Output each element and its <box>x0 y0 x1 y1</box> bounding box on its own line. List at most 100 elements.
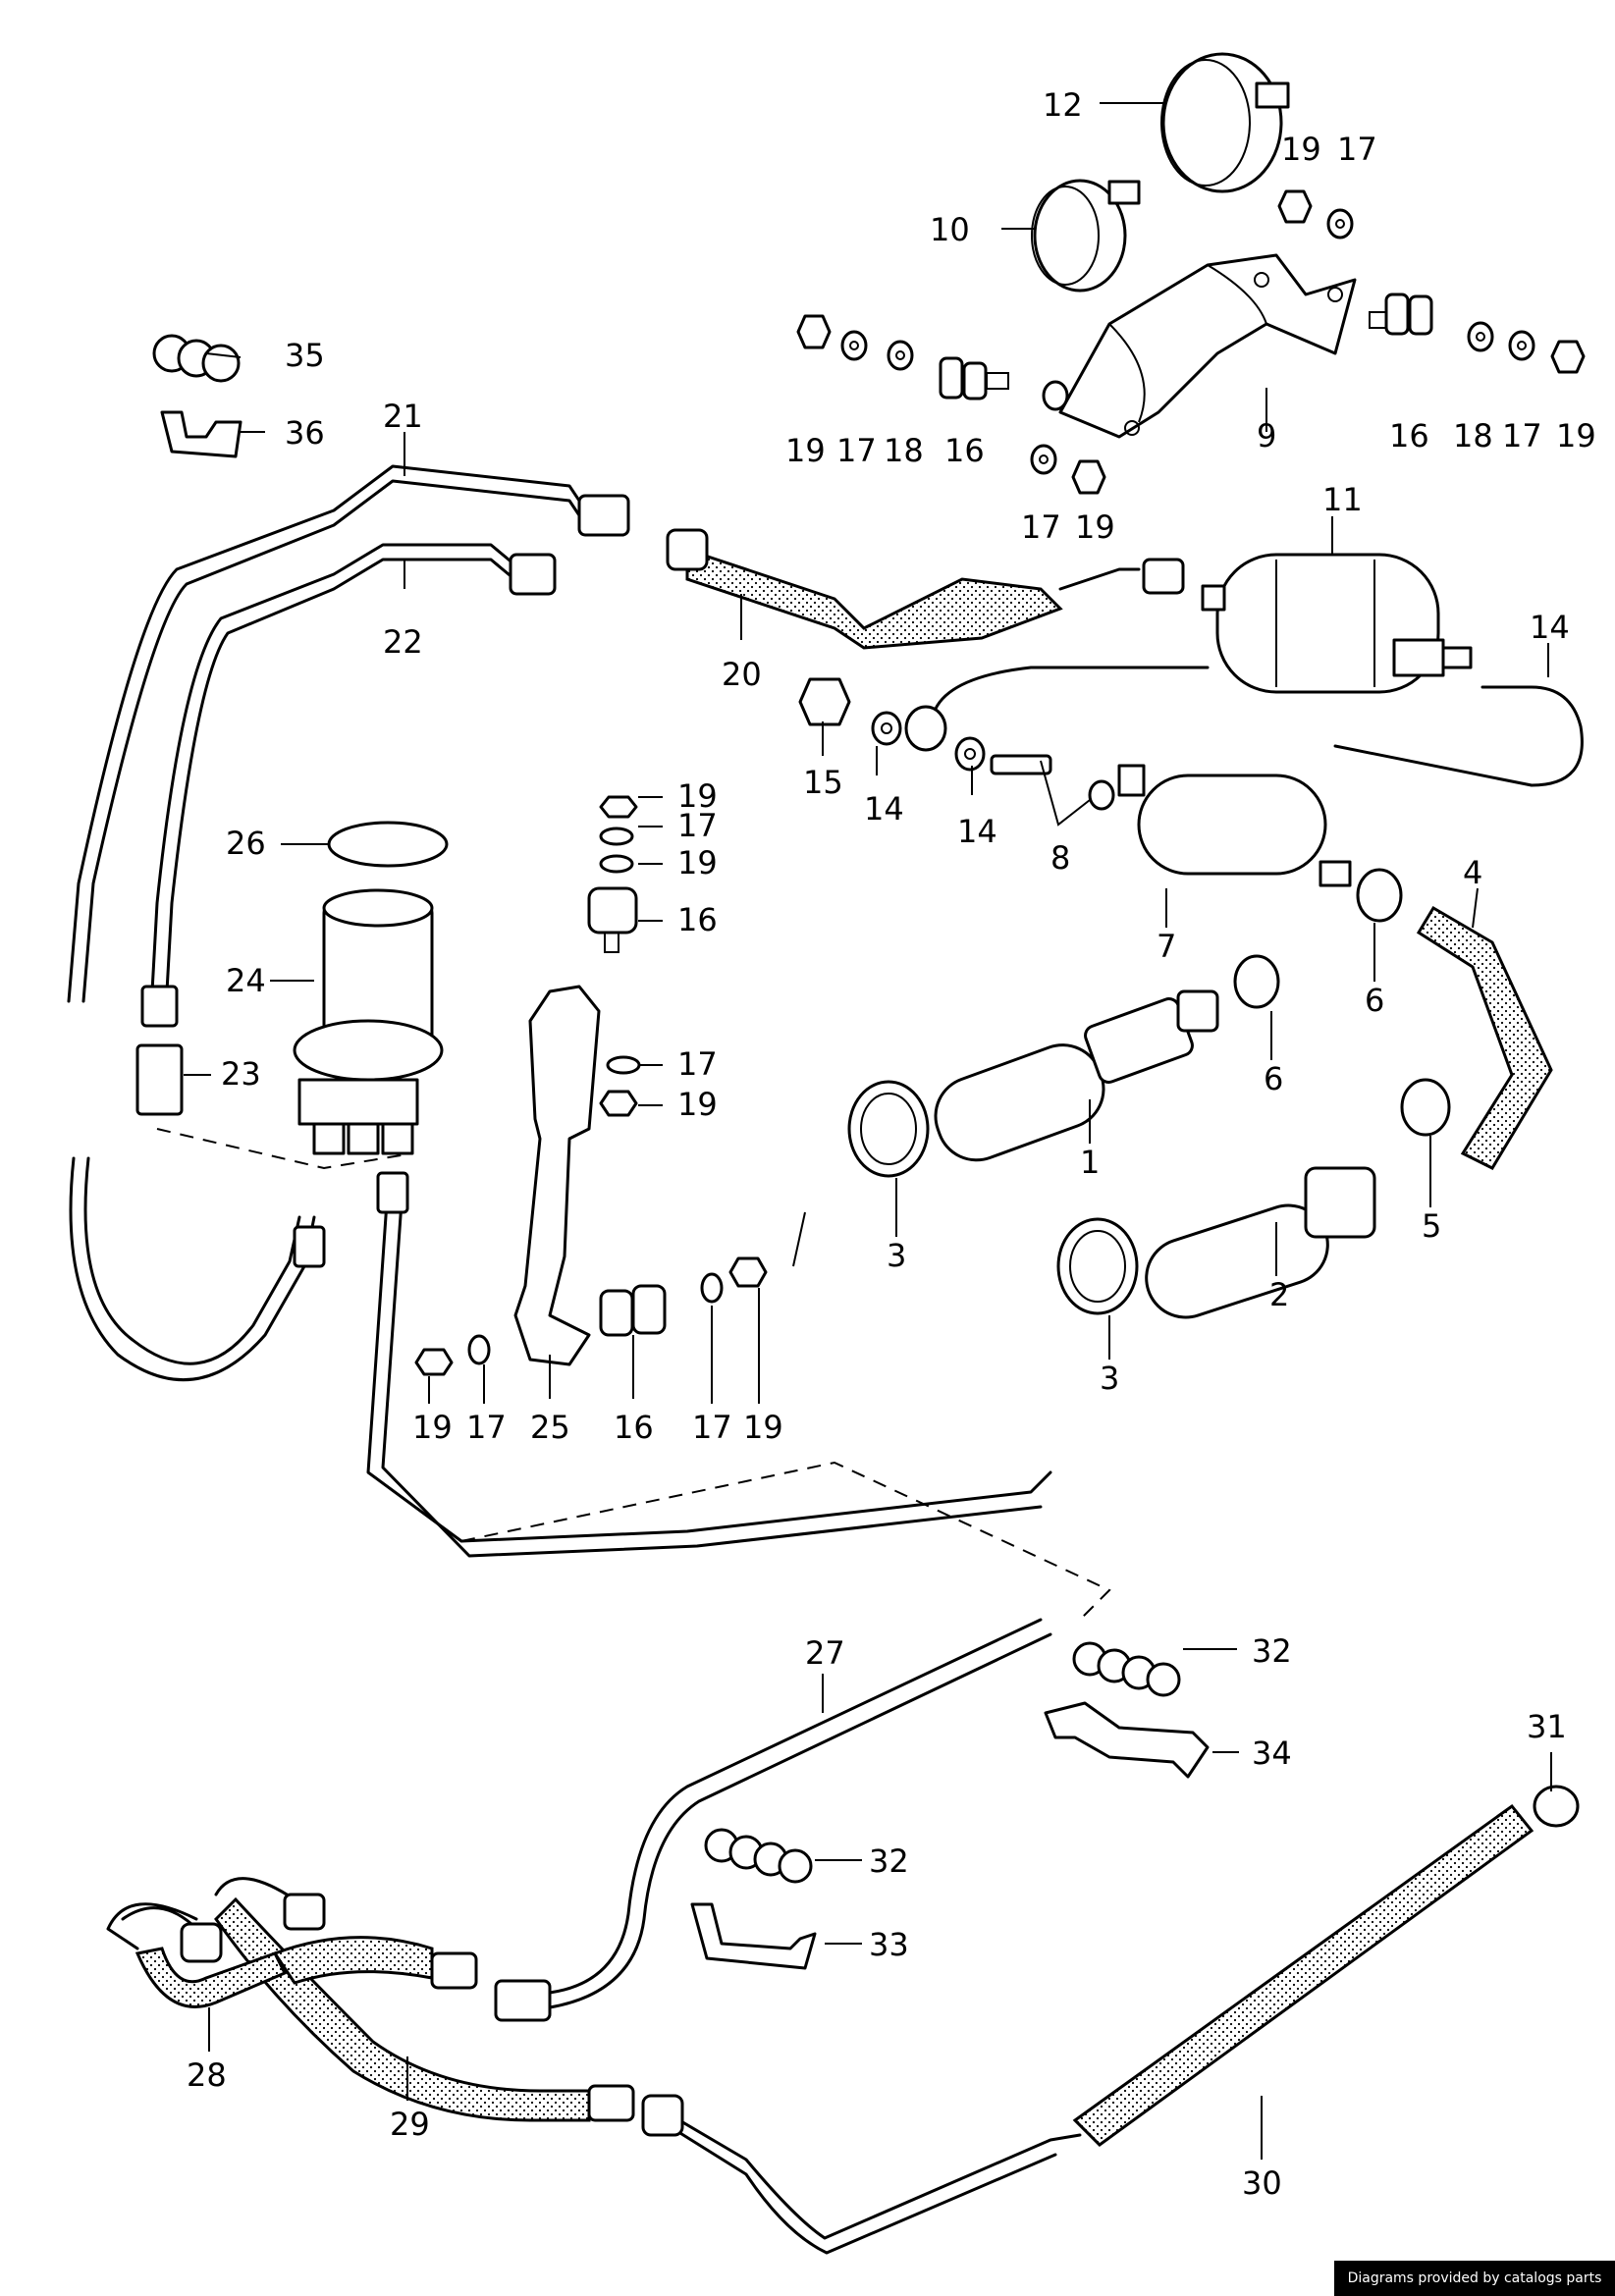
callout-29: 29 <box>390 2106 430 2143</box>
callout-32-b: 32 <box>869 1842 909 1880</box>
callout-17-g: 17 <box>692 1409 732 1446</box>
clamp-31 <box>1533 1785 1580 1828</box>
callout-9: 9 <box>1257 417 1276 454</box>
hardware-top-left <box>796 314 1106 495</box>
callout-17-top: 17 <box>1337 131 1377 168</box>
callout-16-d: 16 <box>677 901 718 938</box>
clip-34 <box>1044 1701 1210 1779</box>
callout-2: 2 <box>1269 1276 1289 1313</box>
callout-12: 12 <box>1043 86 1083 124</box>
pump-housing-24 <box>293 888 444 1155</box>
callout-34: 34 <box>1252 1735 1292 1772</box>
clamp-12 <box>1160 52 1290 193</box>
callout-6-b: 6 <box>1264 1060 1283 1097</box>
callout-32-a: 32 <box>1252 1632 1292 1670</box>
bracket-25 <box>513 985 601 1366</box>
clamp-5 <box>1400 1078 1451 1137</box>
hose-29 <box>214 1896 591 2122</box>
hardware-top-right <box>1277 189 1586 374</box>
clip-36 <box>160 410 242 458</box>
clamp-10 <box>1031 179 1141 293</box>
callout-19-g: 19 <box>743 1409 783 1446</box>
callout-18-b: 18 <box>1453 417 1493 454</box>
callout-13: 14 <box>1530 609 1570 646</box>
callout-8: 8 <box>1050 839 1070 877</box>
callout-31: 31 <box>1527 1708 1567 1745</box>
callout-19-top: 19 <box>1281 131 1321 168</box>
callout-28: 28 <box>187 2056 227 2094</box>
callout-3-b: 3 <box>1100 1360 1119 1397</box>
callout-21: 21 <box>383 398 423 435</box>
line-22 <box>140 543 557 1028</box>
callout-5: 5 <box>1422 1207 1441 1245</box>
callout-7: 7 <box>1157 928 1176 965</box>
callout-10: 10 <box>930 211 970 248</box>
clip-33 <box>690 1902 817 1970</box>
hose-28 <box>135 1947 288 2008</box>
bracket-9 <box>1058 253 1357 439</box>
callout-14-b: 14 <box>957 813 997 850</box>
clamp-6-a <box>1356 868 1403 923</box>
callout-20: 20 <box>722 656 762 693</box>
callout-1: 1 <box>1080 1144 1100 1181</box>
callout-27: 27 <box>805 1634 845 1672</box>
callout-16-f: 16 <box>614 1409 654 1446</box>
callout-19-e: 19 <box>677 1086 718 1123</box>
callout-16-a: 16 <box>944 432 985 469</box>
callout-19-c: 19 <box>1075 508 1115 546</box>
callout-25: 25 <box>530 1409 570 1446</box>
callout-17-d: 17 <box>677 807 718 844</box>
callout-18-a: 18 <box>884 432 924 469</box>
callout-17-c: 17 <box>1021 508 1061 546</box>
sender-1 <box>934 989 1219 1162</box>
fuel-pump-7 <box>1117 764 1352 887</box>
hardware-14-15-8 <box>798 677 1115 811</box>
callout-15: 15 <box>803 764 843 801</box>
callout-3-a: 3 <box>887 1237 906 1274</box>
hose-20 <box>666 528 1185 650</box>
hardware-stack-25 <box>414 795 768 1376</box>
return-loop <box>69 1156 316 1382</box>
callout-11: 11 <box>1322 481 1363 518</box>
sender-2 <box>1145 1166 1376 1319</box>
clamp-26 <box>327 821 449 868</box>
footer-badge: Diagrams provided by catalogs parts <box>1334 2261 1615 2296</box>
callout-6-a: 6 <box>1365 982 1384 1019</box>
callout-17-a: 17 <box>836 432 877 469</box>
callout-18-d: 19 <box>677 844 718 881</box>
callout-30: 30 <box>1242 2164 1282 2202</box>
callout-23: 23 <box>221 1055 261 1093</box>
grommet-32-a <box>1072 1641 1181 1697</box>
callout-14-a: 14 <box>864 790 904 828</box>
hose-30 <box>1072 1803 1534 2147</box>
fitting-23 <box>135 1043 184 1116</box>
callout-19-a: 19 <box>785 432 826 469</box>
line-21 <box>67 464 630 1003</box>
callout-17-f: 17 <box>466 1409 507 1446</box>
callout-35: 35 <box>285 337 325 374</box>
callout-33: 33 <box>869 1926 909 1963</box>
line-27 <box>548 1618 1043 1995</box>
callout-17-b: 17 <box>1502 417 1542 454</box>
callout-22: 22 <box>383 623 423 661</box>
clamp-6-b <box>1233 954 1280 1009</box>
line-13 <box>931 666 1584 787</box>
callout-24: 24 <box>226 962 266 999</box>
fuel-filter-11 <box>1201 553 1473 694</box>
hose-4 <box>1416 905 1553 1170</box>
leader-lines <box>184 102 1552 2160</box>
hose-29-upper <box>272 1936 434 1985</box>
callout-4: 4 <box>1463 854 1482 891</box>
callout-labels: 12 19 17 10 35 36 21 22 20 19 17 18 16 9… <box>187 86 1596 2202</box>
grommet-35 <box>152 334 241 383</box>
callout-17-e: 17 <box>677 1045 718 1083</box>
callout-19-f: 19 <box>412 1409 453 1446</box>
callout-19-b: 19 <box>1556 417 1596 454</box>
callout-36: 36 <box>285 414 325 452</box>
line-30-pipe <box>661 2109 1082 2240</box>
callout-16-b: 16 <box>1389 417 1429 454</box>
callout-19-d: 19 <box>677 777 718 815</box>
grommet-32-b <box>704 1828 813 1884</box>
feed-line <box>366 1186 1052 1543</box>
